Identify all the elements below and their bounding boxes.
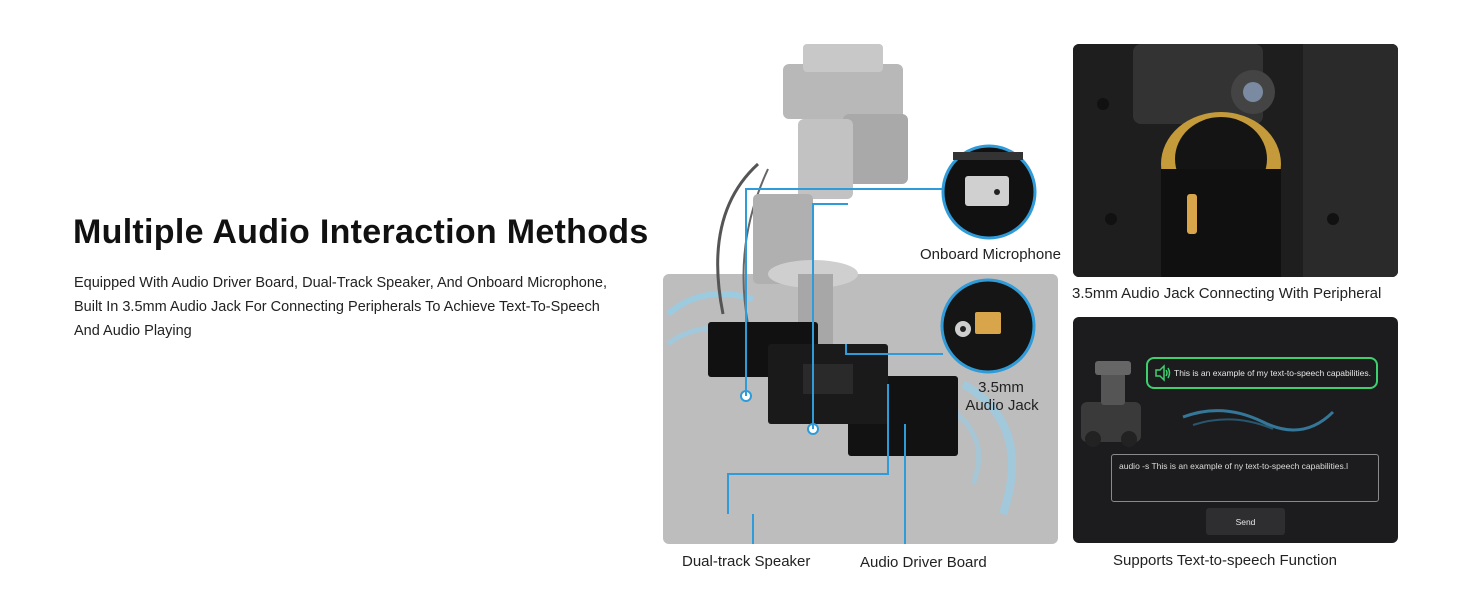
- audio-jack-icon: [940, 278, 1036, 374]
- tts-bubble-text: This is an example of my text-to-speech …: [1174, 368, 1372, 378]
- speaker-icon: [1155, 364, 1171, 382]
- robot-drawing: [666, 44, 1037, 544]
- description-line-3: And Audio Playing: [74, 323, 192, 339]
- page-title: Multiple Audio Interaction Methods: [73, 213, 649, 251]
- tts-robot-drawing: [1081, 361, 1335, 447]
- microphone-chip-icon: [941, 144, 1037, 240]
- peripheral-caption: 3.5mm Audio Jack Connecting With Periphe…: [1072, 285, 1382, 302]
- callout-onboard-microphone: Onboard Microphone: [920, 246, 1061, 263]
- description-line-1: Equipped With Audio Driver Board, Dual-T…: [74, 275, 608, 291]
- tts-command-input[interactable]: audio -s This is an example of ny text-t…: [1111, 454, 1379, 502]
- callout-audio-jack-line-1: 3.5mm: [978, 379, 1024, 396]
- description-line-2: Built In 3.5mm Audio Jack For Connecting…: [74, 299, 600, 315]
- robot-illustration: [663, 44, 1058, 544]
- description: Equipped With Audio Driver Board, Dual-T…: [74, 271, 634, 343]
- send-button[interactable]: Send: [1206, 508, 1285, 535]
- tts-caption: Supports Text-to-speech Function: [1113, 552, 1338, 569]
- tts-demo-panel: This is an example of my text-to-speech …: [1073, 317, 1398, 543]
- callout-audio-jack-line-2: Audio Jack: [965, 397, 1039, 414]
- callout-audio-driver-board: Audio Driver Board: [860, 554, 987, 571]
- tts-speech-bubble: This is an example of my text-to-speech …: [1146, 357, 1378, 389]
- callout-dual-track-speaker: Dual-track Speaker: [682, 553, 811, 570]
- peripheral-photo: [1073, 44, 1398, 277]
